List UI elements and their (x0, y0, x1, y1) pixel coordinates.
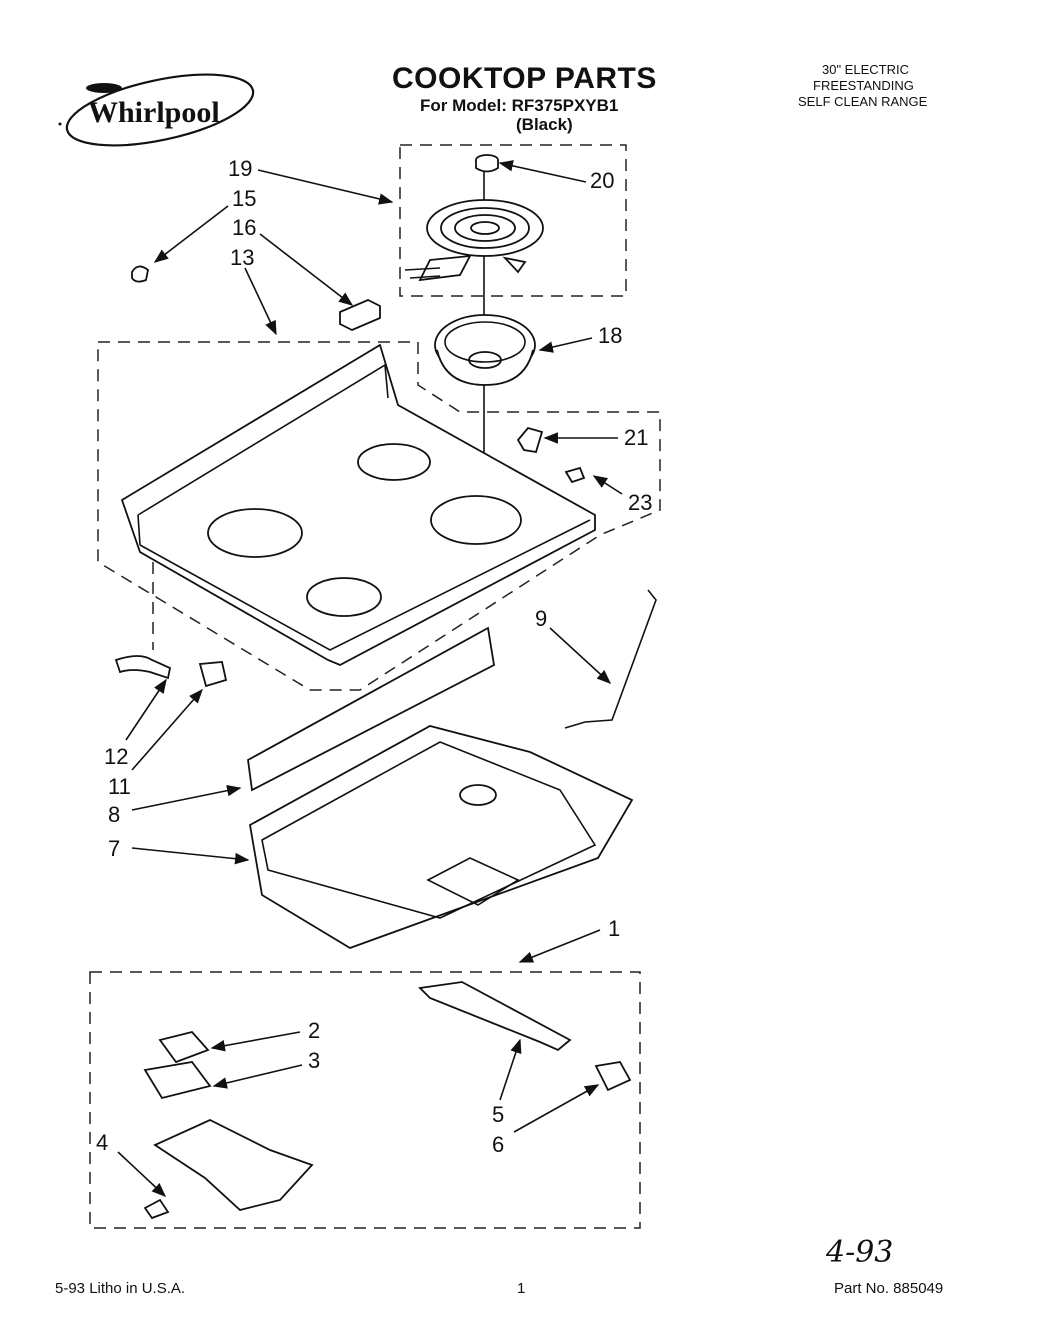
part-15-clip (131, 265, 149, 283)
product-line-1: 30" ELECTRIC (822, 62, 909, 77)
callout-4: 4 (96, 1130, 108, 1155)
part-4-tab (143, 1198, 170, 1220)
callout-20: 20 (590, 168, 614, 193)
leader-9 (549, 627, 612, 684)
part-11-sleeve (198, 661, 228, 688)
product-line-3: SELF CLEAN RANGE (798, 94, 928, 109)
leader-23 (592, 475, 623, 495)
part-19-surface-element (404, 199, 544, 282)
page-number: 1 (517, 1280, 526, 1297)
callout-6: 6 (492, 1132, 504, 1157)
callout-18: 18 (598, 323, 622, 348)
callout-1: 1 (608, 916, 620, 941)
leader-18 (538, 337, 593, 353)
cooktop-group-box (97, 341, 661, 691)
callout-12: 12 (104, 744, 128, 769)
litho-note: 5-93 Litho in U.S.A. (55, 1280, 186, 1297)
callout-8: 8 (108, 802, 120, 827)
leader-5 (499, 1038, 522, 1101)
callout-21: 21 (624, 425, 648, 450)
burner-group-box (399, 144, 627, 297)
part-6-block (594, 1061, 632, 1092)
callout-19: 19 (228, 156, 252, 181)
leader-2 (210, 1031, 301, 1052)
part-12-elbow (114, 655, 172, 680)
part-23-screw (564, 466, 586, 484)
part-2-switch (158, 1030, 210, 1064)
leader-6 (513, 1084, 600, 1133)
part-13-cooktop (120, 343, 596, 666)
callout-3: 3 (308, 1048, 320, 1073)
part-7-burner-box (249, 725, 634, 949)
part-21-bracket (516, 426, 544, 454)
leader-16 (259, 233, 354, 306)
leader-7 (131, 847, 250, 865)
part-9-rod (564, 589, 657, 729)
callout-23: 23 (628, 490, 652, 515)
callout-5: 5 (492, 1102, 504, 1127)
whirlpool-logo: Whirlpool (58, 73, 255, 147)
model-line: For Model: RF375PXYB1 (420, 96, 619, 115)
callout-2: 2 (308, 1018, 320, 1043)
part-number: Part No. 885049 (834, 1280, 944, 1297)
callout-11: 11 (108, 774, 131, 799)
callout-16: 16 (232, 215, 256, 240)
leader-11 (131, 688, 203, 771)
leader-1 (518, 929, 601, 963)
part-18-drip-bowl (434, 314, 536, 386)
leader-3 (212, 1064, 303, 1089)
page-title: COOKTOP PARTS (392, 62, 657, 95)
callout-15: 15 (232, 186, 256, 211)
part-8-front-strip (247, 626, 495, 792)
leader-19 (257, 169, 394, 205)
controls-group-box (89, 971, 641, 1229)
part-5-bracket (418, 981, 572, 1052)
leader-4 (117, 1151, 167, 1197)
leader-8 (131, 784, 242, 811)
part-16-terminal-block (339, 299, 381, 331)
leader-20 (498, 160, 587, 183)
callout-13: 13 (230, 245, 254, 270)
leader-13 (244, 267, 277, 336)
color-variant: (Black) (516, 115, 573, 134)
product-line-2: FREESTANDING (813, 78, 914, 93)
brand-wordmark: Whirlpool (88, 96, 220, 129)
handwritten-date: 4-93 (825, 1235, 893, 1270)
leader-15 (153, 205, 229, 263)
callout-9: 9 (535, 606, 547, 631)
part-20-knob (475, 154, 499, 173)
callout-7: 7 (108, 836, 120, 861)
part-3-insulator (143, 1061, 212, 1100)
part-control-assembly (153, 1119, 314, 1211)
leader-12 (125, 678, 167, 741)
